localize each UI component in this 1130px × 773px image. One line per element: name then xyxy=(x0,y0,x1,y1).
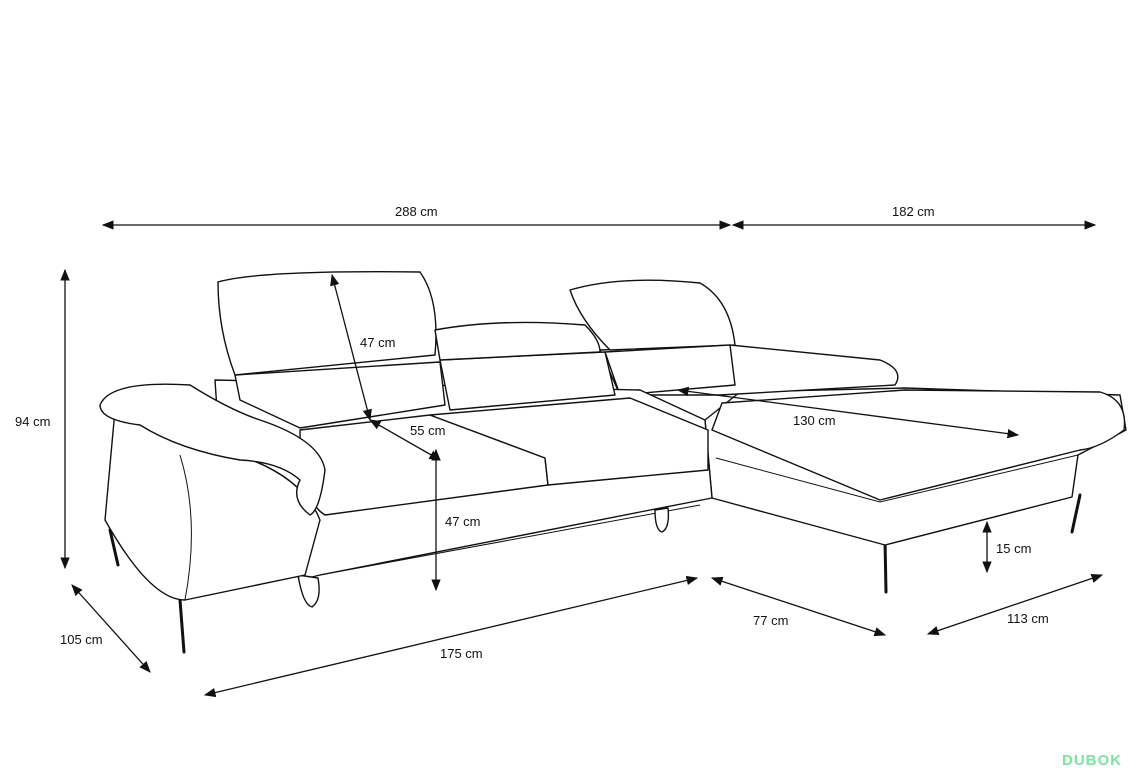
dimension-lines xyxy=(60,220,1104,698)
watermark-logo: DUBOK xyxy=(1062,752,1122,769)
sofa-drawing xyxy=(99,271,1127,654)
label-seat-depth: 55 cm xyxy=(410,423,445,438)
label-depth: 105 cm xyxy=(60,632,103,647)
label-leg-height: 15 cm xyxy=(996,541,1031,556)
label-total-width: 288 cm xyxy=(395,204,438,219)
label-chaise-length: 130 cm xyxy=(793,413,836,428)
dimension-labels: 288 cm 182 cm 94 cm 47 cm 55 cm 47 cm 10… xyxy=(15,204,1049,661)
label-chaise-width: 182 cm xyxy=(892,204,935,219)
label-seat-height: 47 cm xyxy=(445,514,480,529)
label-bed-length: 175 cm xyxy=(440,646,483,661)
label-chaise-side: 113 cm xyxy=(1007,611,1049,626)
label-headrest-height: 47 cm xyxy=(360,335,395,350)
label-height: 94 cm xyxy=(15,414,50,429)
label-chaise-depth: 77 cm xyxy=(753,613,788,628)
